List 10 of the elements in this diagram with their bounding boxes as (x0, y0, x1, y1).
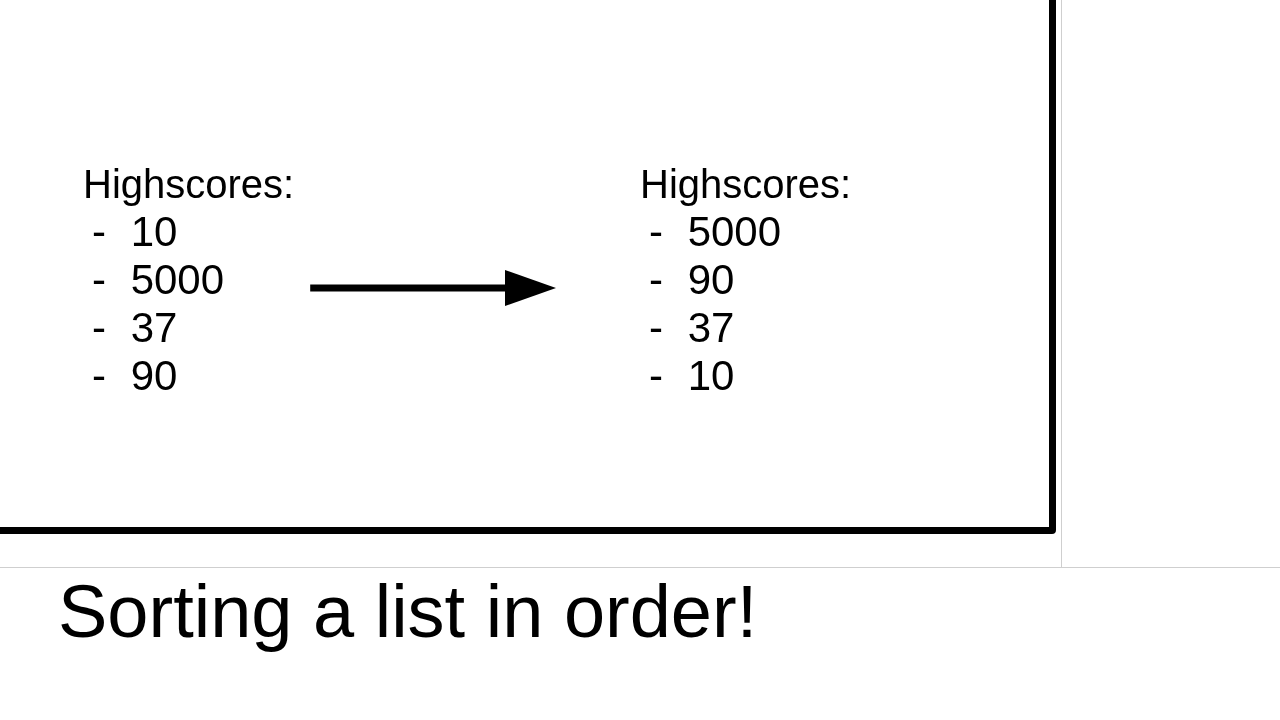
list-item: - 37 (649, 304, 735, 352)
list-item: - 90 (92, 352, 178, 400)
list-item: - 37 (92, 304, 178, 352)
list-heading: Highscores: (640, 161, 852, 208)
list-item: - 10 (92, 208, 178, 256)
list-heading: Highscores: (83, 161, 295, 208)
list-item: - 5000 (92, 256, 225, 304)
list-item: - 90 (649, 256, 735, 304)
list-item: - 5000 (649, 208, 782, 256)
list-item: - 10 (649, 352, 735, 400)
